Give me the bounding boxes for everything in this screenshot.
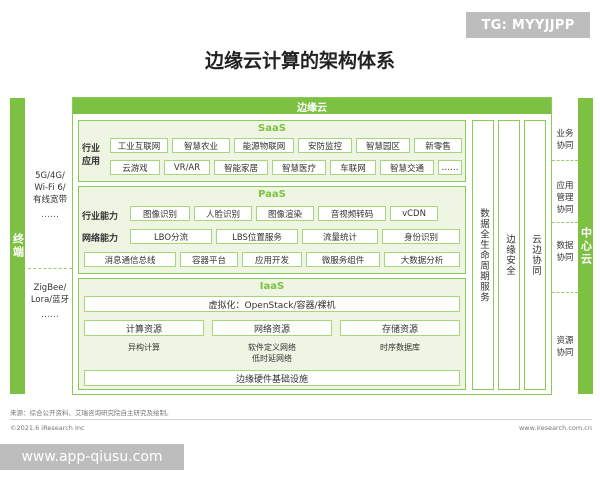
- saas-row-label: 行业 应用: [82, 144, 101, 167]
- edge-cloud-header: 边缘云: [73, 98, 551, 114]
- saas-item: 安防监控: [298, 138, 352, 153]
- iaas-head: IaaS: [259, 281, 285, 292]
- paas-item: 流量统计: [302, 229, 378, 244]
- right-divider-1: [552, 160, 578, 161]
- iot-access-label: ZigBee/ Lora/蓝牙: [30, 283, 70, 305]
- right-divider-2: [552, 222, 578, 223]
- sdn-label: 软件定义网络 低时延网络: [248, 343, 296, 363]
- virtualization-box: 虚拟化：OpenStack/容器/裸机: [84, 296, 460, 312]
- saas-item: 智能家居: [214, 160, 268, 175]
- industry-capability-label: 行业能力: [82, 212, 119, 222]
- watermark-top: TG: MYYJJPP: [466, 12, 590, 38]
- paas-item: 消息通信总线: [84, 252, 176, 267]
- saas-item: 智慧交通: [380, 160, 434, 175]
- copyright: ©2021.6 iResearch Inc: [10, 424, 85, 432]
- paas-item: 人脸识别: [194, 206, 252, 221]
- paas-item: 微服务组件: [306, 252, 380, 267]
- saas-item: 云游戏: [110, 160, 160, 175]
- source-note: 来源：综合公开资料、艾瑞咨询研究院自主研究及绘制。: [10, 409, 173, 417]
- saas-item: VR/AR: [164, 160, 210, 175]
- footer-divider: [10, 419, 592, 420]
- saas-item: 智慧医疗: [272, 160, 326, 175]
- compute-resource-box: 计算资源: [84, 320, 204, 336]
- app-mgmt-collab-label: 应用 管理 协同: [556, 181, 574, 215]
- saas-item: 智慧园区: [356, 138, 410, 153]
- network-access-label: 5G/4G/ Wi-Fi 6/ 有线宽带: [32, 171, 67, 205]
- paas-item: 图像渲染: [256, 206, 314, 221]
- left-dots-1: ……: [41, 210, 59, 220]
- resource-collab-label: 资源 协同: [556, 336, 574, 358]
- watermark-bottom: www.app-qiusu.com: [0, 444, 184, 470]
- paas-head: PaaS: [258, 189, 286, 200]
- business-collab-label: 业务 协同: [556, 129, 574, 151]
- data-collab-label: 数据 协同: [556, 241, 574, 263]
- saas-item: 智慧农业: [172, 138, 230, 153]
- heterogeneous-compute-label: 异构计算: [128, 343, 160, 352]
- saas-item: 能源物联网: [234, 138, 294, 153]
- paas-item: 容器平台: [180, 252, 238, 267]
- paas-item: 应用开发: [242, 252, 302, 267]
- terminal-bar: 终端: [10, 98, 25, 394]
- paas-item: LBS位置服务: [216, 229, 298, 244]
- site-url: www.iresearch.com.cn: [518, 424, 592, 432]
- edge-security-column: 边缘安全: [498, 120, 520, 390]
- saas-item: 车联网: [330, 160, 376, 175]
- cloud-edge-collab-column: 云边协同: [524, 120, 546, 390]
- storage-resource-box: 存储资源: [340, 320, 460, 336]
- saas-item: 新零售: [414, 138, 462, 153]
- center-cloud-bar: 中心云: [578, 98, 593, 394]
- network-capability-label: 网络能力: [82, 234, 119, 244]
- paas-item: vCDN: [390, 206, 438, 221]
- paas-item: 身份识别: [382, 229, 460, 244]
- saas-item: 工业互联网: [110, 138, 168, 153]
- right-divider-3: [552, 292, 578, 293]
- paas-item: 音视频转码: [318, 206, 386, 221]
- left-divider: [28, 268, 72, 269]
- left-dots-2: ……: [41, 310, 59, 320]
- saas-item: ……: [438, 160, 462, 175]
- tsdb-label: 时序数据库: [380, 343, 420, 352]
- paas-item: 图像识别: [130, 206, 190, 221]
- network-resource-box: 网络资源: [212, 320, 332, 336]
- data-lifecycle-column: 数据全生命周期服务: [472, 120, 494, 390]
- saas-head: SaaS: [258, 123, 286, 134]
- diagram-title: 边缘云计算的架构体系: [204, 50, 395, 72]
- paas-item: LBO分流: [130, 229, 212, 244]
- edge-hardware-box: 边缘硬件基础设施: [84, 370, 460, 386]
- paas-item: 大数据分析: [384, 252, 460, 267]
